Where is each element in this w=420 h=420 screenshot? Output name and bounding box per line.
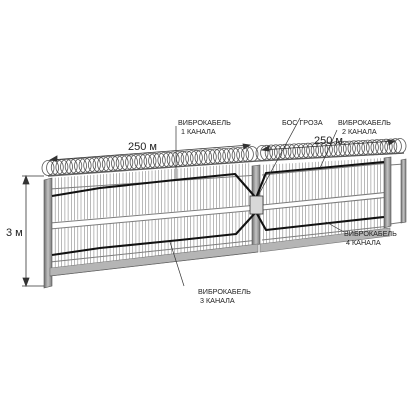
razor-wire-loop bbox=[134, 153, 148, 170]
razor-wire-loop bbox=[213, 148, 226, 165]
razor-wire-loop bbox=[356, 139, 370, 156]
razor-wire-loop bbox=[143, 153, 157, 169]
razor-wire-loop bbox=[92, 156, 106, 173]
razor-wire-loop bbox=[227, 147, 240, 164]
razor-wire-loop bbox=[264, 144, 278, 161]
razor-wire-loop bbox=[120, 154, 134, 171]
razor-wire-loop bbox=[78, 157, 92, 174]
razor-wire-loop bbox=[101, 155, 115, 172]
razor-wire-loop bbox=[138, 153, 152, 170]
razor-wire-loop bbox=[203, 148, 217, 165]
razor-wire-loop bbox=[255, 145, 269, 161]
razor-wire-loop bbox=[273, 144, 287, 161]
razor-wire-loop bbox=[379, 138, 393, 155]
dimension-lines bbox=[22, 139, 397, 288]
cable2-label-line1: ВИБРОКАБЕЛЬ bbox=[338, 118, 391, 127]
razor-wire-loop bbox=[199, 149, 213, 166]
ground-plinth bbox=[49, 227, 391, 277]
razor-wire-loop bbox=[106, 155, 120, 172]
razor-wire-loop bbox=[319, 141, 333, 158]
cable-channel-4 bbox=[255, 211, 385, 232]
razor-wire-loop bbox=[231, 147, 245, 163]
razor-wire-loop bbox=[194, 149, 208, 166]
post-far-right bbox=[400, 158, 407, 224]
razor-wire-loop bbox=[287, 143, 301, 160]
fence-mesh bbox=[54, 158, 382, 268]
razor-wire-loop bbox=[338, 140, 352, 157]
razor-wire-loop bbox=[301, 142, 315, 159]
razor-wire-loop bbox=[236, 146, 250, 163]
cable3-label-line2: 3 КАНАЛА bbox=[200, 296, 235, 305]
fence-posts bbox=[43, 156, 407, 289]
height-label: 3 м bbox=[6, 227, 23, 239]
cable3-label-line1: ВИБРОКАБЕЛЬ bbox=[198, 287, 251, 296]
vibro-cables bbox=[51, 160, 385, 257]
razor-wire-loop bbox=[342, 140, 356, 157]
razor-wire-loop bbox=[148, 152, 162, 169]
razor-wire-loop bbox=[217, 147, 231, 164]
razor-wire-loop bbox=[60, 158, 73, 175]
razor-wire-loop bbox=[166, 151, 180, 168]
bos-label: БОС ГРОЗА bbox=[282, 118, 323, 127]
razor-wire-loop bbox=[88, 156, 101, 173]
razor-wire-loop bbox=[347, 140, 361, 157]
razor-wire-loop bbox=[152, 152, 166, 169]
razor-wire-loop bbox=[157, 152, 171, 168]
razor-wire-loop bbox=[111, 155, 124, 172]
razor-wire-loop bbox=[310, 142, 324, 159]
razor-wire-loop bbox=[375, 138, 389, 155]
razor-wire-loop bbox=[176, 150, 189, 167]
razor-wire-loop bbox=[393, 138, 407, 154]
razor-wire-loop bbox=[306, 142, 320, 159]
post-left bbox=[43, 177, 53, 289]
razor-wire-loop bbox=[189, 149, 203, 166]
razor-wire-loop bbox=[180, 150, 194, 167]
razor-wire-loop bbox=[222, 147, 236, 164]
razor-wire-loop bbox=[125, 154, 138, 171]
razor-wire-loop bbox=[361, 139, 375, 156]
razor-wire-loop bbox=[74, 157, 87, 174]
razor-wire-loop bbox=[97, 156, 110, 173]
razor-wire-loop bbox=[162, 151, 175, 168]
razor-wire-loop bbox=[185, 150, 199, 167]
razor-wire-loop bbox=[171, 151, 185, 168]
cable4-label-line2: 4 КАНАЛА bbox=[346, 238, 381, 247]
razor-wire-loop bbox=[283, 143, 297, 160]
post-right bbox=[383, 156, 392, 229]
bos-controller bbox=[249, 195, 264, 215]
razor-wire-loop bbox=[324, 141, 338, 158]
razor-wire-loop bbox=[278, 143, 292, 160]
razor-wire-loop bbox=[115, 154, 129, 171]
razor-wire-loop bbox=[384, 138, 398, 155]
cable-channel-2 bbox=[255, 160, 385, 199]
razor-wire-loop bbox=[129, 154, 143, 170]
razor-wire-loop bbox=[208, 148, 222, 165]
razor-wire-loop bbox=[292, 143, 306, 160]
cable1-label-line2: 1 КАНАЛА bbox=[181, 127, 216, 136]
razor-wire-loop bbox=[370, 139, 384, 156]
razor-wire-loop bbox=[69, 158, 83, 175]
razor-wire-loop bbox=[83, 157, 97, 174]
cable-channel-1 bbox=[51, 172, 257, 199]
razor-wire-loop bbox=[352, 140, 366, 157]
razor-wire-loop bbox=[365, 139, 379, 156]
razor-wire-loop bbox=[333, 141, 347, 157]
span-left-label: 250 м bbox=[128, 141, 157, 153]
cable-channel-3 bbox=[51, 211, 257, 257]
span-right-label: 250 м bbox=[314, 135, 343, 147]
razor-wire-loop bbox=[388, 138, 402, 155]
razor-wire-loop bbox=[296, 142, 310, 159]
leader-lines bbox=[169, 117, 345, 287]
razor-wire-loop bbox=[41, 160, 55, 176]
cable2-label-line2: 2 КАНАЛА bbox=[342, 127, 377, 136]
razor-wire-loop bbox=[245, 146, 259, 162]
cable1-label-line1: ВИБРОКАБЕЛЬ bbox=[178, 118, 231, 127]
cable4-label-line1: ВИБРОКАБЕЛЬ bbox=[344, 229, 397, 238]
razor-wire-loop bbox=[260, 144, 274, 161]
razor-wire-loop bbox=[329, 141, 343, 158]
razor-wire-loop bbox=[64, 158, 78, 175]
razor-wire-coil bbox=[41, 138, 407, 176]
